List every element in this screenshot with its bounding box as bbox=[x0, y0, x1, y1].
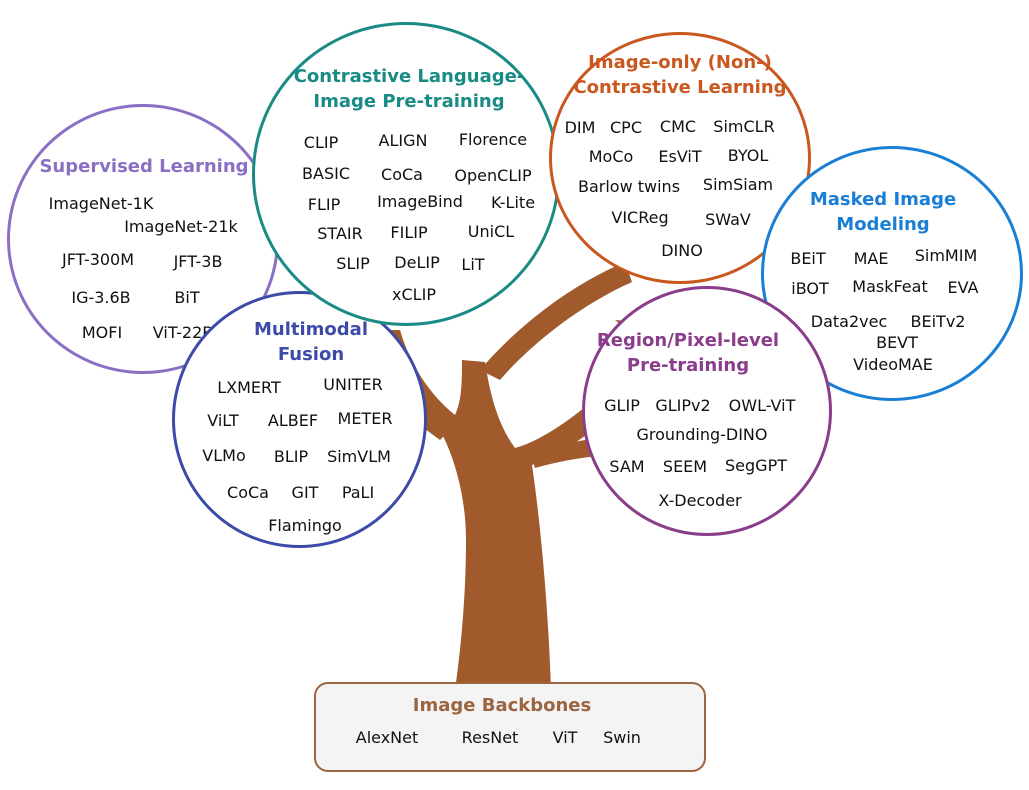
multimodal-fusion-bubble bbox=[172, 291, 427, 548]
model-label: ResNet bbox=[461, 728, 519, 747]
model-label: DINO bbox=[661, 241, 703, 260]
model-label: PaLI bbox=[341, 483, 375, 502]
model-label: GLIP bbox=[604, 396, 640, 415]
model-label: IG-3.6B bbox=[71, 288, 131, 307]
tree-trunk bbox=[378, 320, 646, 690]
model-label: FILIP bbox=[390, 223, 428, 242]
model-label: BYOL bbox=[727, 146, 769, 165]
tree-branch-right-lower bbox=[530, 438, 600, 468]
title-line: Image Pre-training bbox=[313, 91, 505, 112]
model-label: METER bbox=[337, 409, 393, 428]
model-label: ALIGN bbox=[378, 131, 428, 150]
model-label: JFT-3B bbox=[173, 252, 223, 271]
model-label: BLIP bbox=[273, 447, 309, 466]
region-pixel-pretraining-title: Region/Pixel-level Pre-training bbox=[597, 328, 779, 378]
model-label: Swin bbox=[603, 728, 641, 747]
model-label: LXMERT bbox=[217, 378, 281, 397]
model-label: GIT bbox=[291, 483, 319, 502]
model-label: MaskFeat bbox=[852, 277, 928, 296]
model-label: EsViT bbox=[658, 147, 702, 166]
model-label: SEEM bbox=[662, 457, 708, 476]
title-line: Fusion bbox=[277, 344, 345, 365]
model-label: iBOT bbox=[791, 279, 829, 298]
model-label: ViLT bbox=[207, 411, 239, 430]
model-label: xCLIP bbox=[392, 285, 436, 304]
model-label: Flamingo bbox=[268, 516, 342, 535]
model-label: BASIC bbox=[302, 164, 350, 183]
model-label: MOFI bbox=[81, 323, 123, 342]
model-label: SegGPT bbox=[725, 456, 787, 475]
model-label: OpenCLIP bbox=[454, 166, 532, 185]
clip-bubble bbox=[252, 22, 560, 326]
model-label: ImageNet-21k bbox=[124, 217, 238, 236]
model-label: CLIP bbox=[303, 133, 339, 152]
model-label: MAE bbox=[853, 249, 889, 268]
model-label: JFT-300M bbox=[61, 250, 135, 269]
model-label: BiT bbox=[174, 288, 200, 307]
title-line: Region/Pixel-level bbox=[596, 330, 780, 351]
model-label: STAIR bbox=[317, 224, 363, 243]
title-line: Masked Image bbox=[809, 189, 957, 210]
model-label: BEiTv2 bbox=[910, 312, 966, 331]
title-line: Image Backbones bbox=[412, 695, 592, 716]
model-label: ViT bbox=[552, 728, 578, 747]
title-line: Modeling bbox=[836, 214, 930, 235]
model-label: GLIPv2 bbox=[655, 396, 711, 415]
supervised-learning-title: Supervised Learning bbox=[39, 154, 248, 179]
model-label: CPC bbox=[610, 118, 642, 137]
model-label: CMC bbox=[659, 117, 697, 136]
title-line: Supervised Learning bbox=[39, 156, 249, 177]
model-label: UniCL bbox=[467, 222, 515, 241]
model-label: EVA bbox=[947, 278, 979, 297]
model-label: ImageNet-1K bbox=[48, 194, 154, 213]
model-label: FLIP bbox=[307, 195, 341, 214]
model-label: ALBEF bbox=[267, 411, 319, 430]
model-label: VICReg bbox=[611, 208, 669, 227]
multimodal-fusion-title: Multimodal Fusion bbox=[254, 317, 368, 367]
masked-image-modeling-title: Masked Image Modeling bbox=[810, 187, 956, 237]
model-label: Data2vec bbox=[810, 312, 888, 331]
image-only-contrastive-title: Image-only (Non-) Contrastive Learning bbox=[573, 50, 786, 100]
model-label: BEiT bbox=[790, 249, 826, 268]
model-label: CoCa bbox=[381, 165, 423, 184]
title-line: Contrastive Learning bbox=[573, 77, 787, 98]
region-pixel-pretraining-bubble bbox=[582, 286, 832, 536]
model-label: LiT bbox=[461, 255, 485, 274]
model-label: VideoMAE bbox=[853, 355, 933, 374]
image-backbones-title: Image Backbones bbox=[413, 693, 591, 718]
tree-branch-right-upper bbox=[480, 262, 632, 380]
title-line: Multimodal bbox=[254, 319, 368, 340]
model-label: Barlow twins bbox=[577, 177, 681, 196]
model-label: SWaV bbox=[705, 210, 751, 229]
model-label: X-Decoder bbox=[658, 491, 742, 510]
model-label: SAM bbox=[609, 457, 645, 476]
model-label: SimCLR bbox=[713, 117, 775, 136]
model-label: MoCo bbox=[588, 147, 634, 166]
clip-title: Contrastive Language- Image Pre-training bbox=[294, 64, 525, 114]
title-line: Pre-training bbox=[626, 355, 750, 376]
model-label: CoCa bbox=[227, 483, 269, 502]
model-label: UNITER bbox=[323, 375, 383, 394]
model-label: BEVT bbox=[876, 333, 918, 352]
model-label: SLIP bbox=[336, 254, 370, 273]
model-label: DeLIP bbox=[394, 253, 440, 272]
model-label: AlexNet bbox=[355, 728, 419, 747]
title-line: Contrastive Language- bbox=[293, 66, 525, 87]
model-label: K-Lite bbox=[490, 193, 536, 212]
model-label: SimSiam bbox=[702, 175, 774, 194]
model-label: VLMo bbox=[202, 446, 246, 465]
model-label: ViT-22B bbox=[152, 323, 214, 342]
model-label: DIM bbox=[564, 118, 596, 137]
title-line: Image-only (Non-) bbox=[588, 52, 772, 73]
image-backbones-box bbox=[314, 682, 706, 772]
model-label: SimVLM bbox=[327, 447, 391, 466]
model-label: Florence bbox=[458, 130, 528, 149]
model-label: OWL-ViT bbox=[728, 396, 796, 415]
model-label: ImageBind bbox=[377, 192, 463, 211]
model-label: Grounding-DINO bbox=[636, 425, 768, 444]
model-label: SimMIM bbox=[914, 246, 978, 265]
